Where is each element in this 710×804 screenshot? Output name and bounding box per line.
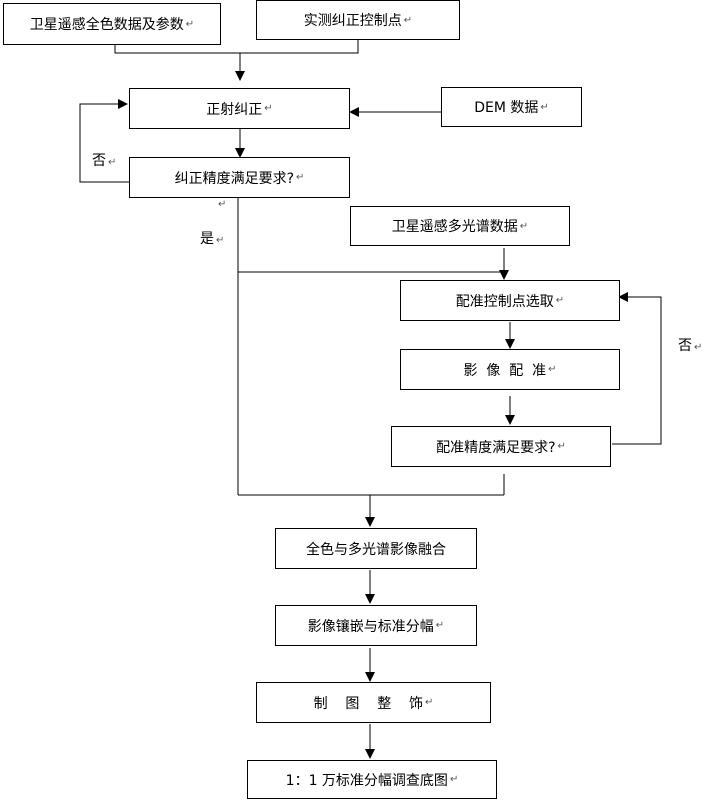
label-yes-text: 是 (200, 231, 214, 247)
paragraph-mark: ↵ (108, 157, 117, 168)
node-registration: 影 像 配 准↵ (400, 349, 620, 390)
node-gcp-label: 实测纠正控制点 (303, 13, 402, 29)
node-reg-gcp: 配准控制点选取↵ (400, 280, 620, 321)
node-output-label: 1：1 万标准分幅调查底图 (285, 772, 448, 789)
label-no-ortho-text: 否 (92, 153, 106, 169)
node-fusion-label: 全色与多光谱影像融合 (306, 541, 446, 558)
node-output: 1：1 万标准分幅调查底图↵ (247, 760, 497, 799)
label-no-reg: 否↵ (678, 335, 702, 355)
connector-gcp-to-merge (240, 40, 359, 54)
node-pan-data-label: 卫星遥感全色数据及参数 (29, 17, 184, 33)
node-ortho-label: 正射纠正 (206, 101, 263, 118)
node-mosaic-label: 影像镶嵌与标准分幅 (307, 618, 434, 635)
paragraph-mark: ↵ (425, 697, 434, 708)
paragraph-mark: ↵ (540, 101, 549, 113)
paragraph-mark-below-check: ↵ (218, 199, 226, 210)
node-ms-data: 卫星遥感多光谱数据↵ (350, 206, 570, 246)
paragraph-mark: ↵ (216, 235, 225, 246)
connector-pan-to-merge (114, 44, 240, 54)
node-finishing-label: 制 图 整 饰 (313, 695, 423, 712)
paragraph-mark: ↵ (435, 620, 445, 631)
paragraph-mark: ↵ (264, 103, 273, 114)
paragraph-mark: ↵ (557, 441, 566, 452)
node-pan-data: 卫星遥感全色数据及参数↵ (3, 3, 221, 45)
node-dem-label: DEM 数据 (474, 100, 539, 116)
node-ortho-check: 纠正精度满足要求?↵ (129, 157, 350, 198)
node-fusion: 全色与多光谱影像融合 (275, 528, 477, 569)
paragraph-mark: ↵ (403, 14, 413, 26)
paragraph-mark: ↵ (296, 172, 305, 183)
paragraph-mark: ↵ (218, 199, 227, 210)
label-no-reg-text: 否 (678, 338, 692, 354)
node-reg-check-label: 配准精度满足要求? (436, 439, 556, 456)
node-ortho: 正射纠正↵ (129, 88, 350, 129)
node-finishing: 制 图 整 饰↵ (256, 682, 491, 723)
paragraph-mark: ↵ (449, 774, 459, 785)
node-ms-data-label: 卫星遥感多光谱数据 (391, 219, 518, 235)
node-mosaic: 影像镶嵌与标准分幅↵ (275, 605, 477, 646)
paragraph-mark: ↵ (555, 295, 565, 306)
node-reg-check: 配准精度满足要求?↵ (391, 426, 611, 467)
label-no-ortho: 否↵ (92, 150, 116, 170)
label-yes: 是↵ (200, 228, 224, 248)
loop-no-ortho (79, 99, 129, 183)
paragraph-mark: ↵ (519, 220, 529, 232)
loop-no-reg (612, 292, 662, 445)
paragraph-mark: ↵ (185, 18, 195, 30)
node-registration-label: 影 像 配 准 (463, 362, 547, 379)
node-reg-gcp-label: 配准控制点选取 (455, 293, 554, 310)
paragraph-mark: ↵ (694, 342, 703, 353)
node-ortho-check-label: 纠正精度满足要求? (174, 170, 295, 187)
node-gcp: 实测纠正控制点↵ (256, 0, 460, 40)
node-dem: DEM 数据↵ (441, 87, 582, 127)
paragraph-mark: ↵ (548, 364, 557, 375)
